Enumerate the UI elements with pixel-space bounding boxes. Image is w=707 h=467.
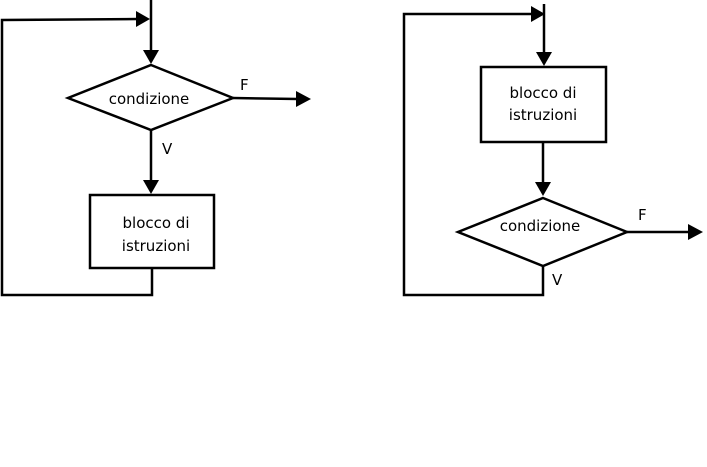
condition-label: condizione xyxy=(109,90,190,108)
false-exit-arrowhead xyxy=(688,224,703,240)
loop-back-arrowhead xyxy=(136,11,150,27)
true-label: V xyxy=(162,140,173,158)
loop-back-line xyxy=(402,12,545,297)
entry-arrowhead xyxy=(143,50,159,64)
instruction-block-line1: blocco di xyxy=(510,84,577,102)
instruction-block-line2: istruzioni xyxy=(122,237,190,255)
true-branch-arrowhead xyxy=(143,180,159,194)
while-loop-diagram: condizione F V blocco di istruzioni xyxy=(0,0,311,297)
false-exit-line xyxy=(232,96,299,101)
false-label: F xyxy=(240,76,249,94)
true-label: V xyxy=(552,271,563,289)
block-to-condition-arrowhead xyxy=(535,182,551,196)
do-while-loop-diagram: blocco di istruzioni condizione F V xyxy=(402,4,703,297)
false-exit-arrowhead xyxy=(296,91,311,107)
instruction-block-line2: istruzioni xyxy=(509,106,577,124)
entry-arrowhead xyxy=(536,52,552,66)
instruction-block xyxy=(479,65,608,144)
condition-diamond xyxy=(454,196,631,268)
instruction-block-line1: blocco di xyxy=(123,214,190,232)
instruction-block xyxy=(88,193,216,270)
loop-back-arrowhead xyxy=(531,6,545,22)
condition-label: condizione xyxy=(500,217,581,235)
false-label: F xyxy=(638,206,647,224)
loop-back-line xyxy=(0,17,154,297)
